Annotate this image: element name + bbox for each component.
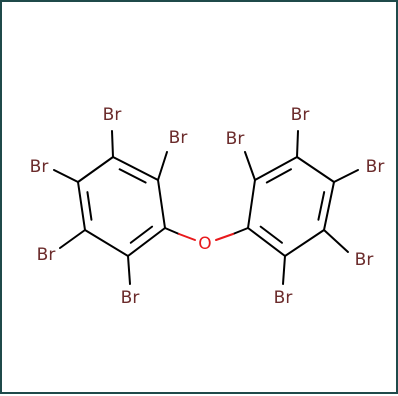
bromine-label-left-lower: Br	[37, 245, 56, 265]
bromine-label-right-bottom: Br	[274, 288, 293, 308]
bromine-label-left-upper: Br	[30, 157, 49, 177]
right-double-bond-20	[317, 191, 326, 221]
left-substituent-bond-12	[59, 229, 86, 249]
left-ring-bond-2	[127, 227, 166, 257]
right-ring-bond-16	[284, 229, 325, 257]
oxygen-label: O	[198, 234, 211, 254]
bromine-label-left-top-right: Br	[169, 128, 188, 148]
right-substituent-bond-23	[296, 130, 299, 158]
right-ring-bond-19	[254, 156, 298, 181]
left-substituent-bond-11	[53, 169, 79, 183]
ether-bond-30	[232, 227, 249, 235]
left-ring-bond-0	[112, 156, 159, 181]
bromine-label-right-top-left: Br	[226, 129, 245, 149]
left-double-bond-7	[129, 225, 154, 244]
right-substituent-bond-27	[282, 255, 286, 285]
ether-bond-31	[215, 233, 234, 241]
left-substituent-bond-13	[127, 255, 131, 285]
bromine-label-right-upper: Br	[366, 157, 385, 177]
bromine-label-left-top: Br	[103, 105, 122, 125]
right-ring-bond-18	[247, 179, 256, 229]
left-double-bond-8	[86, 191, 93, 221]
atom-layer: Br Br Br Br Br O Br Br Br Br Br	[30, 105, 385, 308]
right-substituent-bond-25	[333, 169, 359, 183]
ether-bond-28	[164, 227, 180, 235]
right-substituent-bond-26	[323, 229, 349, 253]
ether-bond-29	[178, 233, 196, 241]
left-substituent-bond-9	[111, 130, 114, 158]
right-ring-bond-17	[247, 227, 286, 257]
right-ring-bond-14	[296, 156, 335, 183]
left-ring-bond-5	[77, 156, 114, 183]
left-ring-bond-4	[77, 181, 86, 231]
left-ring-bond-3	[84, 229, 129, 257]
right-double-bond-21	[259, 225, 283, 244]
right-double-bond-22	[265, 168, 292, 184]
left-double-bond-6	[118, 168, 147, 184]
bromine-label-right-lower: Br	[355, 250, 374, 270]
bond-layer	[53, 130, 359, 285]
left-ring-bond-1	[157, 179, 166, 229]
right-substituent-bond-24	[244, 151, 256, 181]
bromine-label-left-bottom: Br	[121, 288, 140, 308]
left-substituent-bond-10	[157, 151, 168, 181]
right-ring-bond-15	[323, 181, 335, 231]
bromine-label-right-top: Br	[291, 105, 310, 125]
